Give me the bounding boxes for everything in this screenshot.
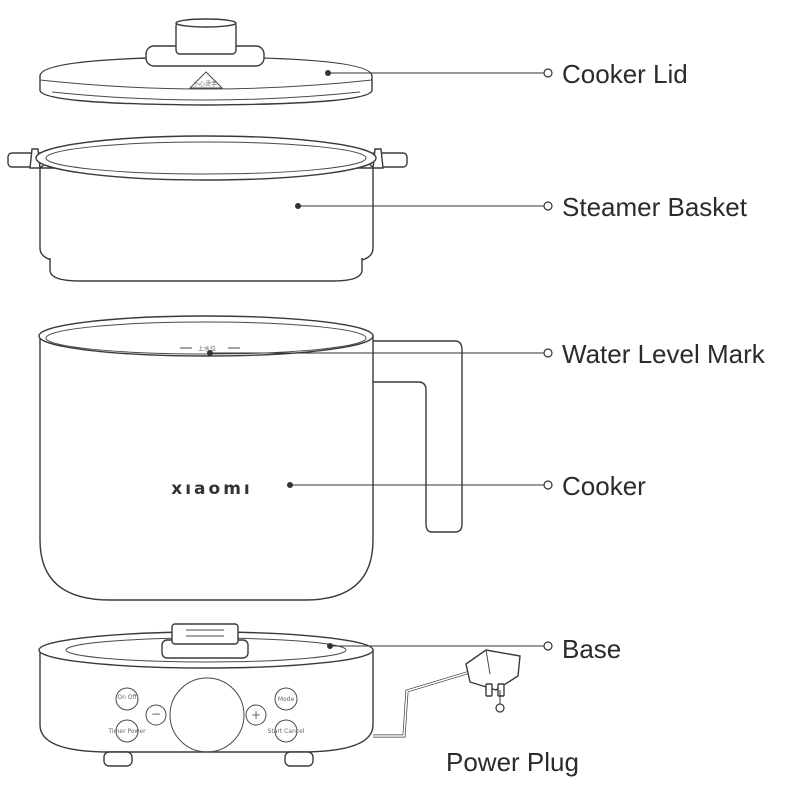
brand-logo: xıaomı <box>171 479 252 499</box>
start-cancel-label: Start Cancel <box>268 728 305 735</box>
hot-warning-triangle-icon <box>188 71 224 89</box>
cooker: 上水位 xıaomı <box>38 315 463 601</box>
water-level-mark-text: 上水位 <box>198 345 216 353</box>
control-panel: On Off Timer Power − + Mode Start Cancel <box>107 677 305 753</box>
timer-power-label: Timer Power <box>107 728 146 735</box>
label-cooker: Cooker <box>562 471 646 501</box>
lid-badge-text: 小心烫手 <box>193 80 217 88</box>
on-off-label: On Off <box>117 694 137 701</box>
cooker-handle <box>371 340 463 533</box>
power-plug <box>465 649 521 697</box>
label-cooker-lid: Cooker Lid <box>562 59 688 89</box>
plus-icon: + <box>251 708 261 722</box>
base: On Off Timer Power − + Mode Start Cancel <box>38 623 521 767</box>
minus-icon: − <box>151 707 161 721</box>
label-base: Base <box>562 634 621 664</box>
minus-button[interactable] <box>145 704 167 726</box>
label-steamer-basket: Steamer Basket <box>562 192 748 222</box>
mode-button[interactable] <box>274 687 298 711</box>
plus-button[interactable] <box>245 704 267 726</box>
label-power-plug: Power Plug <box>446 747 579 777</box>
callout-leaders <box>207 68 553 713</box>
steamer-basket <box>7 135 408 282</box>
start-cancel-button[interactable] <box>274 719 298 743</box>
display-dial[interactable] <box>169 677 245 753</box>
label-water-level-mark: Water Level Mark <box>562 339 766 369</box>
timer-power-button[interactable] <box>115 719 139 743</box>
cooker-lid: 小心烫手 <box>39 18 373 106</box>
mode-label: Mode <box>278 696 295 703</box>
on-off-button[interactable] <box>115 687 139 711</box>
power-cord <box>373 670 471 738</box>
